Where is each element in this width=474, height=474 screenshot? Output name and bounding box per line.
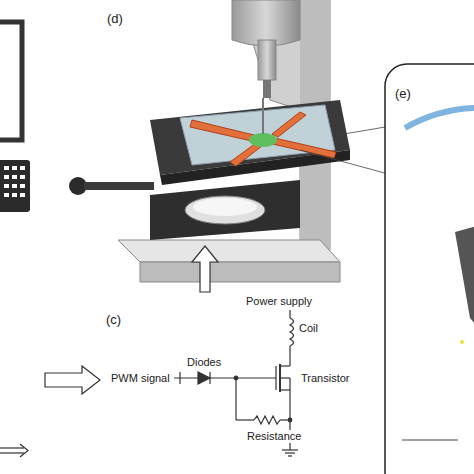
diode-symbol [198,372,210,384]
component-label: Transistor [300,372,351,385]
flow-arrow [0,444,28,457]
component-label: Resistance [246,430,302,443]
component-label: Power supply [245,295,313,308]
component-label: Coil [298,322,319,335]
computer [0,22,30,212]
component-label: Diodes [186,356,222,369]
zoom-panel [385,64,474,474]
signal-label: PWM signal [110,372,171,385]
resistor-symbol [254,416,280,424]
flow-arrow [192,246,218,292]
panel-label: (d) [106,11,124,26]
panel-label: (c) [105,312,122,327]
panel-label: (e) [394,86,412,101]
ground-symbol [282,449,298,450]
flow-arrow [45,366,100,394]
coil-symbol [290,318,294,346]
